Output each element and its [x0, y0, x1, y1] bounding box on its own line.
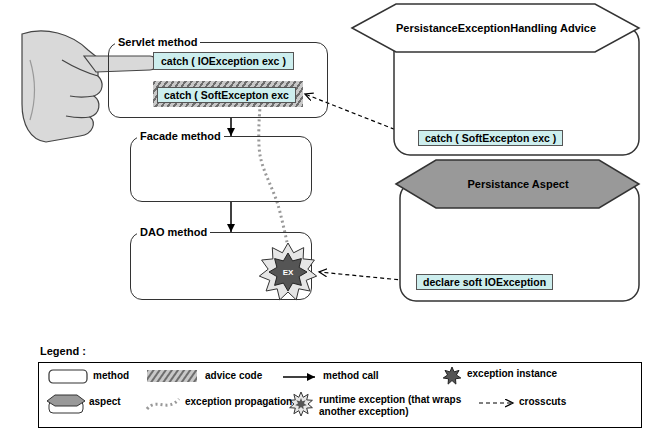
method-call-arrow	[230, 202, 232, 232]
method-box: Facade method	[130, 136, 312, 202]
node-text: PersistanceExceptionHandling Advice	[396, 22, 596, 35]
aspect-hat	[396, 160, 639, 208]
legend-glyph	[479, 402, 513, 403]
box-title: Servlet method	[115, 35, 200, 49]
legend-glyph	[147, 399, 179, 409]
node-text: catch ( IOException exc )	[161, 55, 286, 67]
node-text: declare soft IOException	[416, 274, 553, 290]
text-holder: EX	[259, 243, 317, 301]
exception-propagation	[259, 107, 288, 247]
legend-text: exception propagation	[185, 396, 292, 408]
legend-glyph	[147, 370, 197, 382]
text-holder: Persistance Aspect	[458, 160, 578, 208]
legend-glyph	[49, 370, 87, 383]
burst-inner	[269, 253, 307, 291]
legend-glyph	[443, 367, 461, 384]
node-text: catch ( SoftExcepton exc )	[418, 130, 563, 146]
legend-sample	[147, 369, 207, 395]
legend-text: advice code	[205, 370, 262, 382]
crosscut-arrow	[319, 272, 412, 281]
aspect-shape: catch ( SoftExcepton exc ) PersistanceExc…	[352, 4, 640, 156]
legend-text: crosscuts	[519, 396, 566, 408]
legend-heading: Legend :	[40, 345, 86, 357]
legend-text: method call	[323, 370, 379, 382]
method-box: catch ( IOException exc ) catch ( SoftExc…	[108, 42, 328, 118]
legend-glyph	[290, 392, 313, 416]
method-box: EXDAO method	[130, 232, 312, 300]
burst-outer	[259, 243, 316, 300]
box-title: DAO method	[137, 225, 210, 239]
node-text: EX	[283, 268, 294, 277]
node-text: catch ( SoftExcepton exc	[157, 87, 296, 103]
aspect-shape: declare soft IOException Persistance Aspe…	[396, 160, 640, 302]
legend-text: method	[93, 370, 129, 382]
box-title: Facade method	[137, 129, 224, 143]
exception-instance: EX	[259, 243, 317, 301]
advice-code-box: catch ( SoftExcepton exc	[153, 81, 303, 107]
legend-glyph	[283, 376, 315, 378]
legend-text: aspect	[89, 396, 121, 408]
legend-box: method advice code method call exception in…	[38, 362, 642, 428]
legend-glyph	[47, 395, 85, 406]
legend-text: runtime exception (that wraps another ex…	[319, 394, 471, 418]
legend-text: exception instance	[467, 368, 557, 380]
text-holder: PersistanceExceptionHandling Advice	[386, 4, 606, 52]
method-call-arrow	[230, 118, 232, 136]
aspect-hat	[352, 4, 639, 52]
legend-glyph	[295, 398, 307, 409]
catch-box: catch ( IOException exc )	[153, 52, 294, 70]
node-text: Persistance Aspect	[467, 178, 568, 191]
